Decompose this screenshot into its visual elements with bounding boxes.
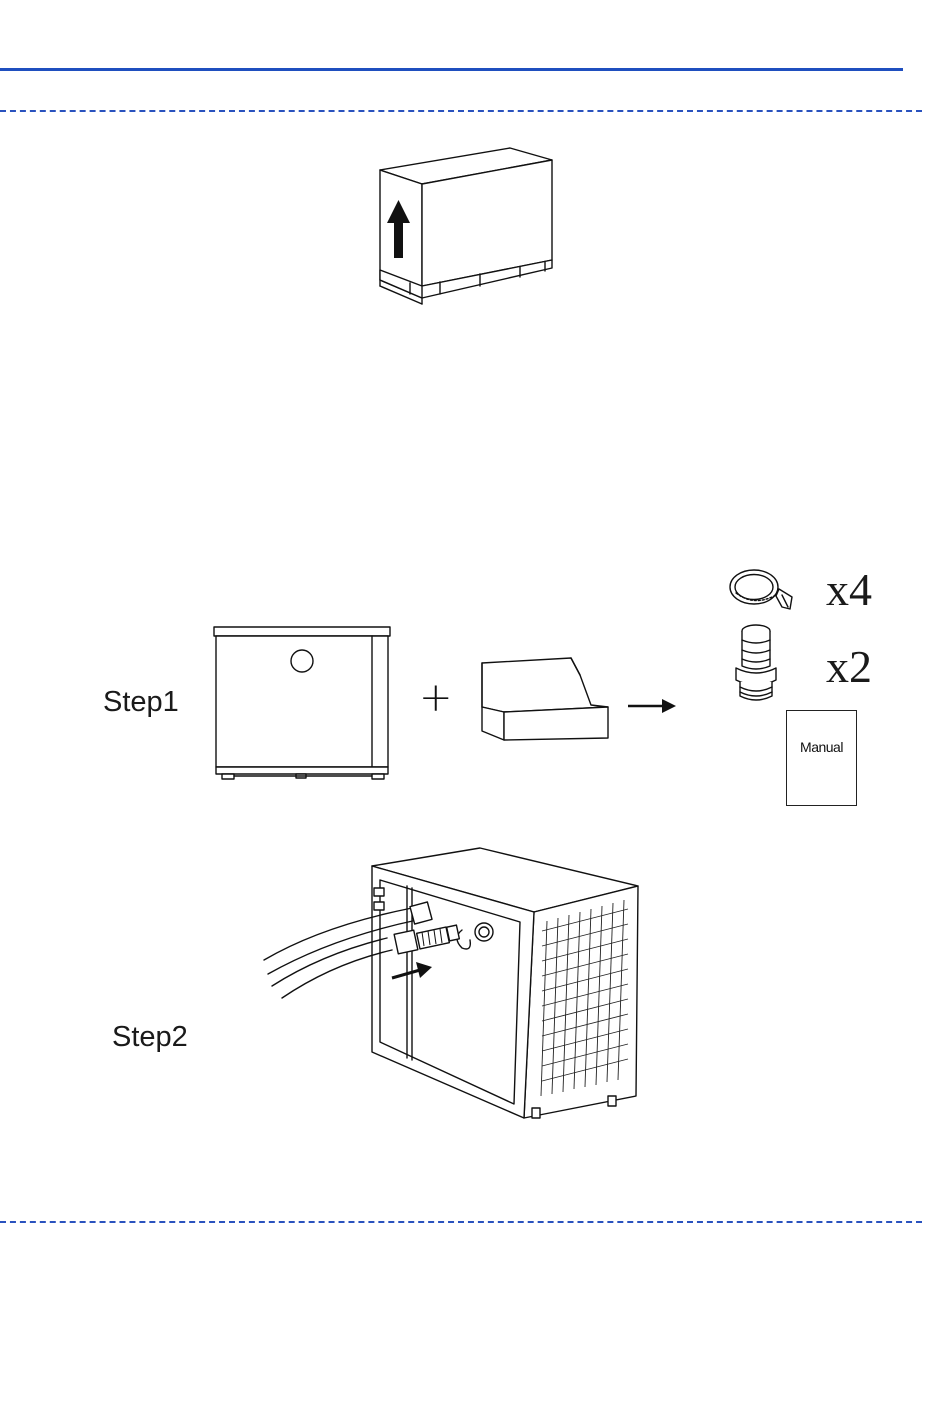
plus-symbol: + — [419, 674, 453, 722]
clamp-quantity: x4 — [826, 563, 872, 616]
manual-label: Manual — [787, 739, 856, 755]
heat-pump-front-icon — [212, 624, 392, 784]
heat-pump-rear-icon — [262, 846, 642, 1126]
connector-quantity: x2 — [826, 640, 872, 693]
step2-label: Step2 — [112, 1021, 188, 1054]
right-arrow-icon — [626, 695, 678, 717]
hose-connector-icon — [728, 622, 792, 706]
step1-label: Step1 — [103, 686, 179, 719]
cover-pad-icon — [476, 655, 616, 745]
shipping-crate-icon — [370, 140, 570, 310]
bottom-dashed-rule — [0, 1221, 922, 1223]
hose-clamp-icon — [724, 563, 796, 619]
header-rule — [0, 68, 903, 71]
top-dashed-rule — [0, 110, 922, 112]
manual-booklet-icon: Manual — [786, 710, 857, 806]
